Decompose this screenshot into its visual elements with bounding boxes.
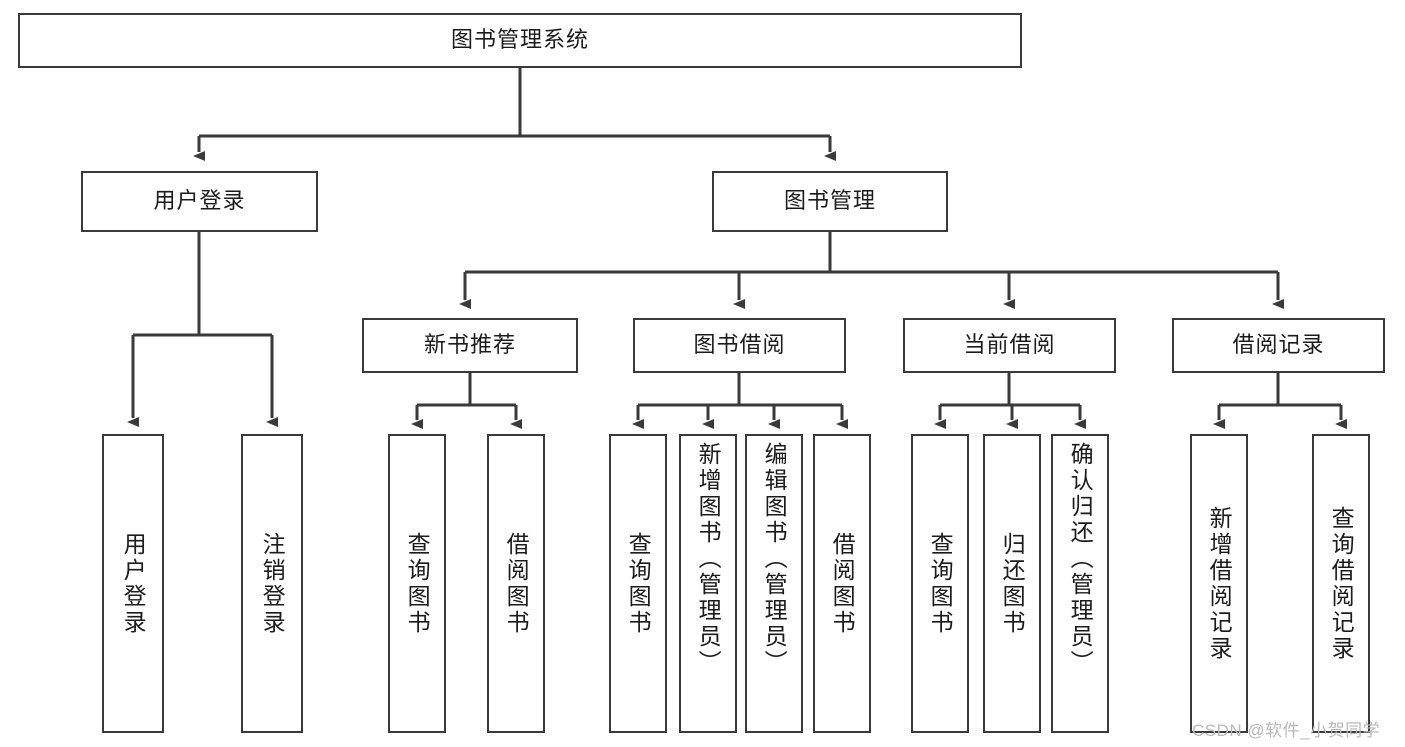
node-current-query-book[interactable]: 查询图书 — [911, 434, 969, 733]
node-book-borrow[interactable]: 图书借阅 — [633, 318, 846, 373]
node-user-login-leaf[interactable]: 用户登录 — [102, 434, 164, 733]
node-add-borrow-record-label: 新增借阅记录 — [1206, 505, 1233, 662]
node-borrow-edit-book[interactable]: 编辑图书（管理员） — [745, 434, 803, 733]
node-user-logout-leaf-label: 注销登录 — [259, 531, 286, 636]
node-user-login-label: 用户登录 — [153, 188, 246, 214]
node-add-borrow-record[interactable]: 新增借阅记录 — [1190, 434, 1248, 733]
node-user-logout-leaf[interactable]: 注销登录 — [241, 434, 303, 733]
node-root-label: 图书管理系统 — [450, 27, 589, 53]
node-borrow-add-book-label: 新增图书（管理员） — [695, 442, 722, 676]
node-borrow-borrow-book-label: 借阅图书 — [829, 531, 856, 636]
node-book-borrow-label: 图书借阅 — [693, 332, 786, 358]
node-root[interactable]: 图书管理系统 — [18, 13, 1022, 68]
node-current-confirm-return-label: 确认归还（管理员） — [1067, 442, 1094, 676]
node-new-book-recommend-label: 新书推荐 — [423, 332, 516, 358]
node-new-book-recommend[interactable]: 新书推荐 — [362, 318, 578, 373]
node-borrow-add-book[interactable]: 新增图书（管理员） — [679, 434, 737, 733]
node-query-borrow-record[interactable]: 查询借阅记录 — [1312, 434, 1370, 733]
node-current-query-book-label: 查询图书 — [927, 531, 954, 636]
node-book-manage-label: 图书管理 — [783, 188, 876, 214]
node-current-confirm-return[interactable]: 确认归还（管理员） — [1051, 434, 1109, 733]
node-user-login-leaf-label: 用户登录 — [120, 531, 147, 636]
csdn-watermark: CSDN @软件_小贺同学 — [1192, 721, 1381, 740]
node-borrow-borrow-book[interactable]: 借阅图书 — [813, 434, 871, 733]
node-current-return-book-label: 归还图书 — [999, 531, 1026, 636]
node-recommend-borrow-book-label: 借阅图书 — [503, 531, 530, 636]
node-current-return-book[interactable]: 归还图书 — [983, 434, 1041, 733]
node-borrow-edit-book-label: 编辑图书（管理员） — [761, 442, 788, 676]
node-current-borrow-label: 当前借阅 — [963, 332, 1056, 358]
node-borrow-records-label: 借阅记录 — [1232, 332, 1325, 358]
node-borrow-records[interactable]: 借阅记录 — [1172, 318, 1385, 373]
node-query-borrow-record-label: 查询借阅记录 — [1328, 505, 1355, 662]
node-recommend-query-book[interactable]: 查询图书 — [388, 434, 446, 733]
node-user-login[interactable]: 用户登录 — [81, 171, 318, 232]
node-borrow-query-book[interactable]: 查询图书 — [609, 434, 667, 733]
node-recommend-borrow-book[interactable]: 借阅图书 — [487, 434, 545, 733]
node-borrow-query-book-label: 查询图书 — [625, 531, 652, 636]
node-book-manage[interactable]: 图书管理 — [712, 171, 948, 232]
node-recommend-query-book-label: 查询图书 — [404, 531, 431, 636]
node-current-borrow[interactable]: 当前借阅 — [903, 318, 1116, 373]
